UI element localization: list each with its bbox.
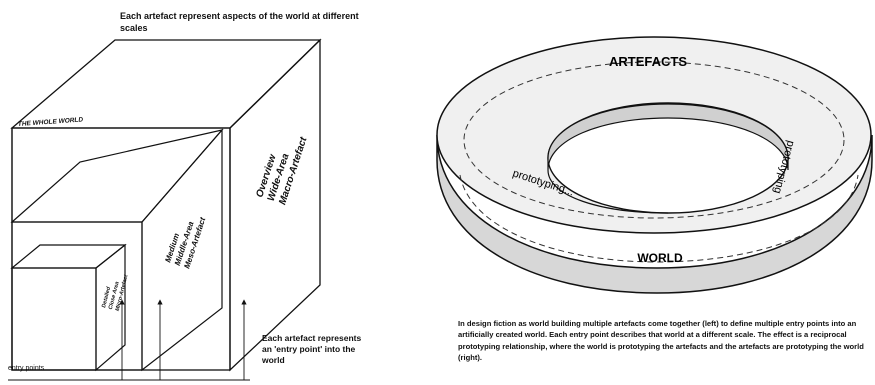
large-box bbox=[12, 40, 320, 370]
top-note: Each artefact represent aspects of the w… bbox=[120, 10, 360, 34]
figure-caption: In design fiction as world building mult… bbox=[458, 318, 870, 364]
whole-world-label: THE WHOLE WORLD bbox=[18, 116, 84, 128]
entry-points-label: entry points bbox=[8, 365, 44, 372]
world-label: WORLD bbox=[637, 251, 683, 265]
medium-box-labels: Medium Middle-Area Meso-Artefact bbox=[163, 210, 207, 270]
entry-point-note: Each artefact represents an 'entry point… bbox=[262, 333, 372, 366]
artefacts-label: ARTEFACTS bbox=[609, 54, 687, 69]
large-box-labels: Overview Wide-Area Macro-Artefact bbox=[254, 128, 309, 207]
